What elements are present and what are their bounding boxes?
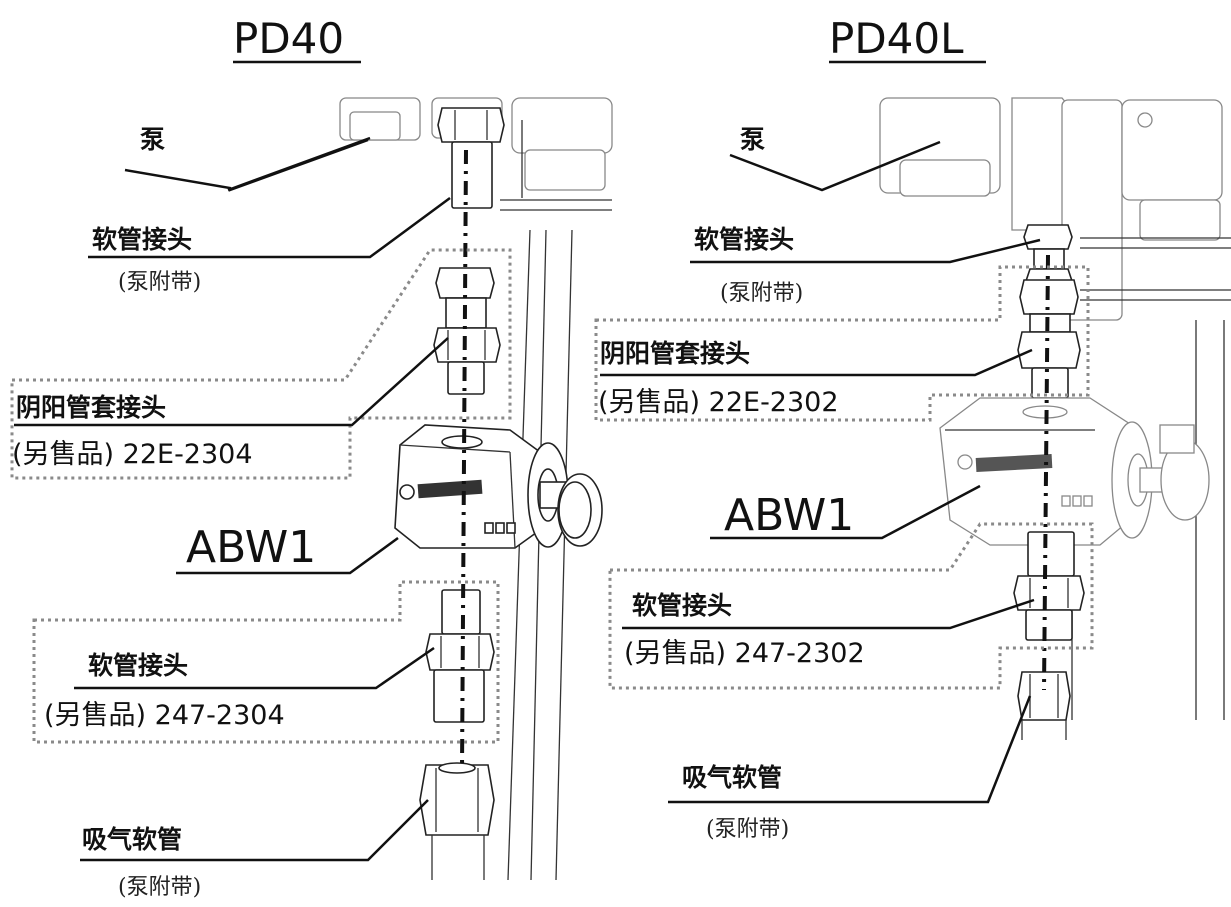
right-title: PD40L [829, 14, 964, 63]
left-pump-label: 泵 [140, 125, 165, 154]
left-suction-leader [80, 799, 429, 862]
left-title: PD40 [233, 14, 344, 63]
left-reducer-group-box [10, 248, 512, 480]
right-fitting2-part [1013, 531, 1085, 641]
left-reducer-part-number: (另售品) 22E-2304 [12, 439, 253, 470]
right-reducer-part-number: (另售品) 22E-2302 [598, 387, 839, 418]
left-fitting2-part-number: (另售品) 247-2304 [44, 700, 285, 731]
right-hose-fitting-leader [690, 238, 1041, 264]
right-abw1-unit [939, 397, 1210, 546]
right-pump-leader [729, 140, 941, 192]
right-reducer-label: 阴阳管套接头 [600, 339, 750, 368]
right-suction-label: 吸气软管 [682, 763, 782, 792]
left-hose-fitting-top [437, 107, 505, 209]
left-fitting2-leader [74, 646, 435, 690]
left-abw1-label: ABW1 [186, 522, 316, 573]
right-pump-body [879, 97, 1231, 321]
left-reducer-label: 阴阳管套接头 [16, 393, 166, 422]
left-pump-body [339, 97, 613, 211]
left-hose-fitting-label: 软管接头 [92, 225, 192, 254]
right-suction-hose-part [1017, 671, 1071, 740]
left-suction-hose-part [419, 762, 495, 880]
left-frame-line [507, 229, 531, 881]
left-reducer-leader [14, 337, 449, 427]
left-hose-fitting-leader [88, 196, 451, 259]
right-center-axis [1042, 254, 1050, 691]
right-hose-fitting-label: 软管接头 [694, 225, 794, 254]
right-fitting2-group-box [608, 522, 1094, 690]
right-reducer-group-box [594, 265, 1090, 422]
right-hose-fitting-note: (泵附带) [720, 281, 803, 306]
left-fitting2-part [425, 589, 495, 723]
left-suction-note: (泵附带) [118, 875, 201, 900]
left-abw1-leader [176, 536, 399, 575]
left-frame-line-3 [555, 229, 573, 881]
left-suction-label: 吸气软管 [82, 825, 182, 854]
right-suction-leader [668, 695, 1032, 804]
right-abw1-logo [975, 454, 1053, 472]
right-reducer-leader [600, 348, 1033, 377]
left-frame-line-2 [530, 229, 547, 881]
left-center-axis [460, 149, 468, 771]
left-pump-leader-a [227, 136, 371, 192]
right-panel: PD40L [594, 14, 1231, 842]
right-suction-note: (泵附带) [706, 817, 789, 842]
right-abw1-label: ABW1 [724, 490, 854, 541]
right-fitting2-label: 软管接头 [632, 591, 732, 620]
right-abw1-leader [710, 484, 981, 540]
right-fitting2-part-number: (另售品) 247-2302 [624, 638, 865, 669]
left-abw1-unit [394, 424, 603, 549]
right-pump-label: 泵 [740, 125, 765, 154]
left-fitting2-label: 软管接头 [88, 651, 188, 680]
left-hose-fitting-note: (泵附带) [118, 270, 201, 295]
left-panel: PD40 [10, 14, 613, 900]
left-abw1-logo [417, 479, 483, 499]
left-fitting2-group-box [32, 580, 500, 744]
right-fitting2-leader [622, 598, 1035, 630]
